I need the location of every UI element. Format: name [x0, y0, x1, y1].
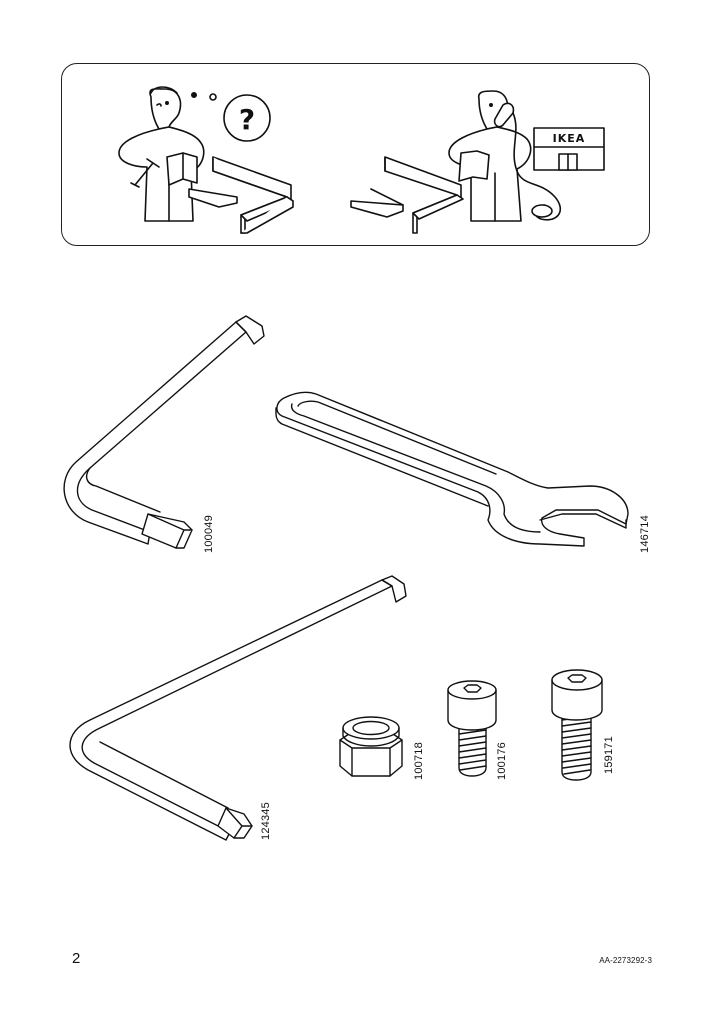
small-allen-key-icon [63, 315, 265, 549]
furniture-frame-left-icon [188, 156, 294, 234]
part-code-hex-nut: 100718 [413, 742, 425, 780]
ikea-sign: IKEA [553, 132, 586, 145]
document-code: AA-2273292-3 [599, 956, 652, 965]
part-code-wrench: 146714 [639, 515, 651, 553]
large-allen-key-icon [69, 575, 407, 841]
long-socket-bolt-icon [551, 669, 603, 781]
furniture-frame-right-icon [350, 156, 464, 234]
hex-nut-icon [339, 716, 403, 777]
ikea-store-icon: IKEA [533, 127, 605, 171]
question-bubble: ? [223, 94, 271, 142]
short-socket-bolt-icon [447, 680, 497, 777]
question-mark: ? [239, 103, 255, 136]
person-on-phone-icon [448, 90, 561, 222]
part-code-large-allen-key: 124345 [260, 802, 272, 840]
part-code-short-bolt: 100176 [496, 742, 508, 780]
part-code-small-allen-key: 100049 [203, 515, 215, 553]
confused-person-icon [118, 86, 217, 222]
open-end-wrench-icon [275, 391, 629, 547]
help-panel: ? [61, 63, 650, 246]
part-code-long-bolt: 159171 [603, 736, 615, 774]
page-number: 2 [72, 950, 81, 967]
